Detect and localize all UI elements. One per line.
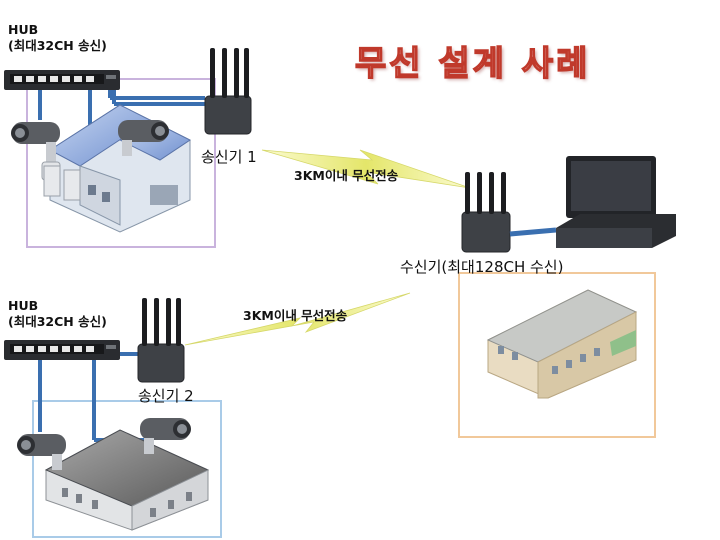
site1-network-hub-icon	[4, 70, 120, 90]
receiver-box	[458, 272, 656, 438]
site2-cables	[38, 352, 150, 442]
site1-box	[26, 78, 216, 248]
receiver-antenna-transmitter-icon	[461, 172, 511, 253]
monitor-icon	[566, 156, 656, 228]
cctv-camera-icon	[118, 120, 169, 156]
cctv-camera-icon	[17, 434, 66, 470]
site2-network-hub-icon	[4, 340, 120, 360]
cctv-camera-icon	[140, 418, 191, 454]
wireless-link-2	[184, 292, 411, 346]
site1-antenna-transmitter-icon	[204, 48, 252, 135]
site2-link-label: 3KM이내 무선전송	[243, 308, 348, 323]
site2-hub-label: HUB (최대32CH 송신)	[8, 298, 107, 329]
site1-link-label: 3KM이내 무선전송	[294, 168, 399, 183]
site1-transmitter-label: 송신기 1	[201, 148, 257, 166]
site2-transmitter-label: 송신기 2	[138, 387, 194, 405]
site1-hub-label: HUB (최대32CH 송신)	[8, 22, 107, 53]
receiver-label: 수신기(최대128CH 수신)	[400, 258, 564, 276]
site2-antenna-transmitter-icon	[137, 298, 185, 383]
nvr-recorder-icon	[556, 214, 676, 248]
receiver-cable	[509, 227, 557, 237]
diagram-title: 무선 설계 사례	[354, 43, 591, 85]
site2-box	[32, 400, 222, 538]
receiver-building-icon	[486, 289, 638, 399]
site2-building-icon	[44, 429, 210, 531]
cylinder-tanks	[43, 165, 81, 201]
